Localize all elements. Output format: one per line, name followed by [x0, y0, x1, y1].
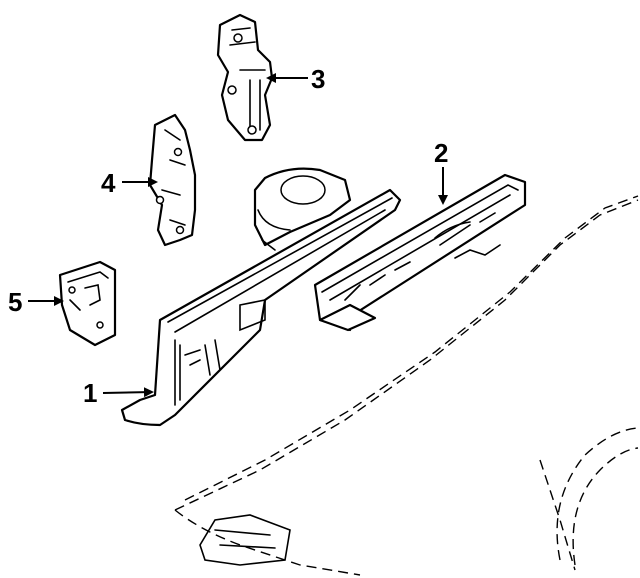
part-2-upper-rail — [313, 173, 527, 332]
part-1-fender-apron — [120, 167, 402, 427]
callout-3: 3 — [311, 64, 325, 94]
fender-outline — [174, 195, 639, 576]
part-5-small-bracket — [58, 260, 117, 347]
callout-1: 1 — [83, 378, 97, 408]
callout-4: 4 — [101, 168, 116, 198]
leader-arrow-1 — [102, 387, 154, 398]
part-3-bracket — [216, 13, 274, 142]
callout-5: 5 — [8, 287, 22, 317]
callout-2: 2 — [434, 138, 448, 168]
part-4-reinforcement — [148, 113, 197, 247]
